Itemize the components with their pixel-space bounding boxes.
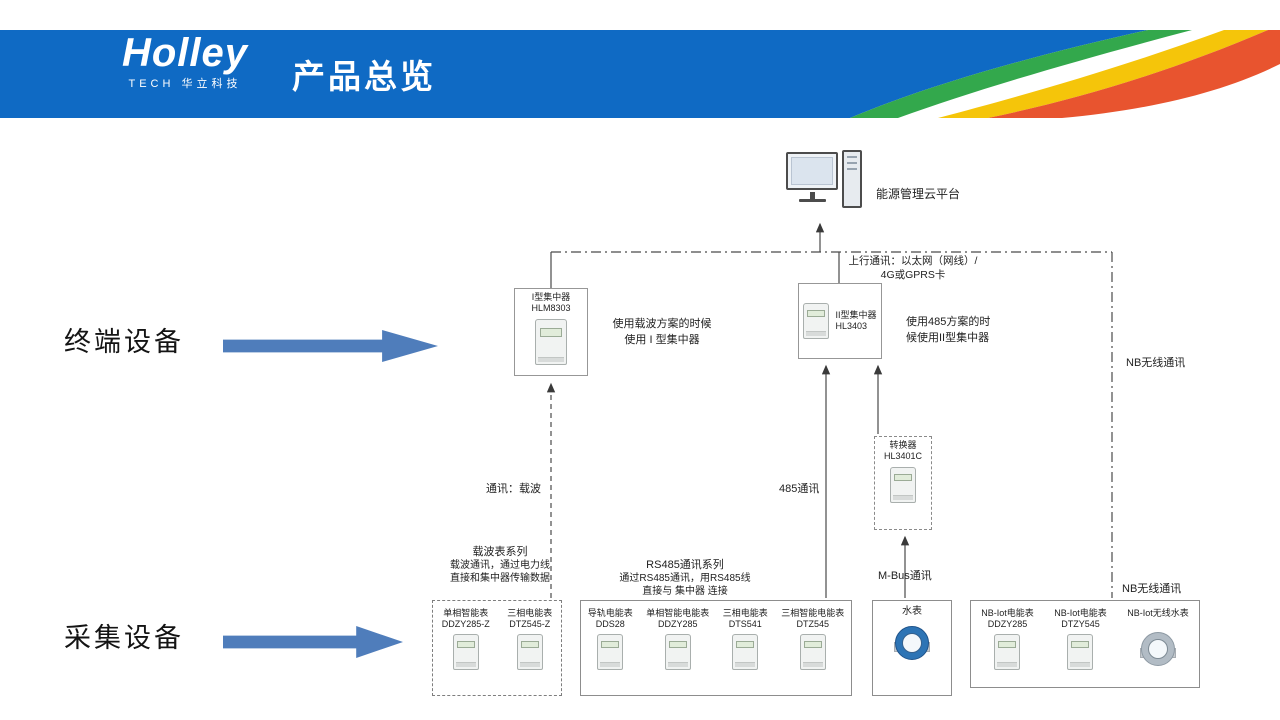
- carrier-series-text: 载波表系列 载波通讯，通过电力线 直接和集中器传输数据: [436, 543, 564, 585]
- meter-item: NB-Iot无线水表: [1127, 608, 1189, 674]
- concentrator-2-note: 使用485方案的时 候使用II型集中器: [906, 315, 1024, 347]
- converter-box: 转换器 HL3401C: [874, 436, 932, 530]
- water-meter-group: 水表: [872, 600, 952, 696]
- concentrator-2-name: II型集中器: [835, 309, 877, 320]
- cloud-platform-label: 能源管理云平台: [876, 187, 961, 201]
- meter-model: [1127, 619, 1189, 630]
- electric-meter-icon: [664, 633, 691, 670]
- concentrator-1-meter-icon: [535, 318, 567, 365]
- concentrator-1-note: 使用载波方案的时候 使用 I 型集中器: [594, 317, 730, 349]
- meter-item: 三相智能电能表 DTZ545: [781, 608, 844, 670]
- pc-tower-icon: [842, 150, 862, 208]
- meter-item: NB-Iot电能表 DDZY285: [981, 608, 1034, 670]
- concentrator-1-note-line2: 使用 I 型集中器: [624, 333, 700, 346]
- carrier-series-desc2: 直接和集中器传输数据: [450, 573, 550, 585]
- carrier-series-desc1: 载波通讯，通过电力线: [450, 560, 550, 571]
- meter-model: DTS541: [728, 618, 762, 629]
- header-decoration: [0, 30, 1280, 118]
- uplink-line1: 上行通讯：以太网（网线）/: [848, 255, 978, 267]
- meter-model: DTZ545-Z: [509, 618, 551, 629]
- concentrator-2-meter-icon: [803, 303, 830, 339]
- terminal-arrow-icon: [223, 330, 438, 362]
- carrier-series-title: 载波表系列: [472, 546, 528, 558]
- concentrator-2-box: II型集中器 HL3403: [798, 283, 882, 359]
- meter-model: DDZY285: [987, 618, 1028, 629]
- meter-item: 三相电能表 DTS541: [723, 608, 768, 670]
- page-title: 产品总览: [292, 58, 436, 95]
- meter-name: NB-Iot无线水表: [1127, 608, 1189, 618]
- meter-name: NB-Iot电能表: [981, 608, 1034, 618]
- meter-item: NB-Iot电能表 DTZY545: [1054, 608, 1107, 670]
- concentrator-1-note-line1: 使用载波方案的时候: [612, 318, 712, 330]
- rs485-series-desc1: 通过RS485通讯，用RS485线: [619, 573, 751, 584]
- electric-meter-icon: [597, 633, 624, 670]
- concentrator-2-note-line1: 使用485方案的时: [906, 316, 991, 328]
- rs485-series-desc2: 直接与 集中器 连接: [642, 586, 728, 598]
- mbus-comm-label: M-Bus通讯: [878, 570, 932, 582]
- rs485-meter-group: 导轨电能表 DDS28 单相智能电能表 DDZY285 三相电能表 DTS541…: [580, 600, 852, 696]
- logo-wordmark: Holley: [121, 31, 249, 75]
- meter-model: DTZY545: [1061, 618, 1100, 629]
- collection-devices-label: 采集设备: [64, 623, 184, 653]
- electric-meter-icon: [994, 633, 1021, 670]
- meter-name: 导轨电能表: [587, 608, 633, 618]
- terminal-devices-label: 终端设备: [64, 327, 184, 357]
- meter-model: DDS28: [595, 618, 625, 629]
- carrier-meter-group: 单相智能表 DDZY285-Z 三相电能表 DTZ545-Z: [432, 600, 562, 696]
- nb-comm-label-mid: NB无线通讯: [1126, 357, 1186, 369]
- meter-name: 三相电能表: [722, 608, 768, 618]
- collection-arrow-icon: [223, 626, 403, 658]
- meter-model: DTZ545: [796, 618, 829, 629]
- electric-meter-icon: [799, 633, 826, 670]
- meter-name: 三相电能表: [507, 608, 553, 618]
- rs485-series-text: RS485通讯系列 通过RS485通讯，用RS485线 直接与 集中器 连接: [592, 556, 778, 598]
- meter-item: 单相智能电能表 DDZY285: [646, 608, 709, 670]
- meter-item: 单相智能表 DDZY285-Z: [442, 608, 490, 670]
- carrier-comm-label: 通讯：载波: [486, 483, 541, 495]
- comm-485-label: 485通讯: [779, 483, 820, 495]
- concentrator-1-name: I型集中器: [531, 292, 571, 302]
- converter-model: HL3401C: [883, 451, 923, 462]
- electric-meter-icon: [452, 633, 479, 670]
- concentrator-1-box: I型集中器 HLM8303: [514, 288, 588, 376]
- nb-comm-label-bottom: NB无线通讯: [1122, 583, 1182, 595]
- concentrator-2-note-line2: 候使用II型集中器: [906, 331, 990, 344]
- meter-name: 单相智能表: [443, 608, 489, 618]
- electric-meter-icon: [732, 633, 759, 670]
- meter-item: 导轨电能表 DDS28: [588, 608, 633, 670]
- electric-meter-icon: [1067, 633, 1094, 670]
- nb-meter-group: NB-Iot电能表 DDZY285 NB-Iot电能表 DTZY545 NB-I…: [970, 600, 1200, 688]
- holley-logo: Holley TECH 华立科技: [96, 32, 274, 91]
- uplink-label: 上行通讯：以太网（网线）/ 4G或GPRS卡: [833, 254, 993, 282]
- concentrator-1-model: HLM8303: [531, 303, 571, 314]
- meter-model: DDZY285: [657, 618, 698, 629]
- cloud-server-icon: [786, 150, 868, 216]
- concentrator-2-model: HL3403: [835, 321, 868, 331]
- converter-name: 转换器: [889, 440, 917, 450]
- logo-subtitle: TECH 华立科技: [128, 78, 242, 90]
- electric-meter-icon: [516, 633, 543, 670]
- converter-meter-icon: [890, 466, 916, 503]
- water-meter-icon: [893, 626, 931, 668]
- meter-name: 单相智能电能表: [646, 608, 710, 618]
- meter-model: DDZY285-Z: [441, 618, 490, 629]
- rs485-series-title: RS485通讯系列: [646, 559, 724, 571]
- water-meter-label: 水表: [902, 606, 922, 617]
- meter-name: NB-Iot电能表: [1054, 608, 1107, 618]
- meter-item: 三相电能表 DTZ545-Z: [507, 608, 552, 670]
- meter-name: 三相智能电能表: [781, 608, 845, 618]
- uplink-line2: 4G或GPRS卡: [880, 269, 946, 282]
- monitor-icon: [786, 152, 838, 190]
- header-bar: Holley TECH 华立科技 产品总览: [0, 30, 1280, 118]
- nb-water-meter-icon: [1139, 631, 1177, 674]
